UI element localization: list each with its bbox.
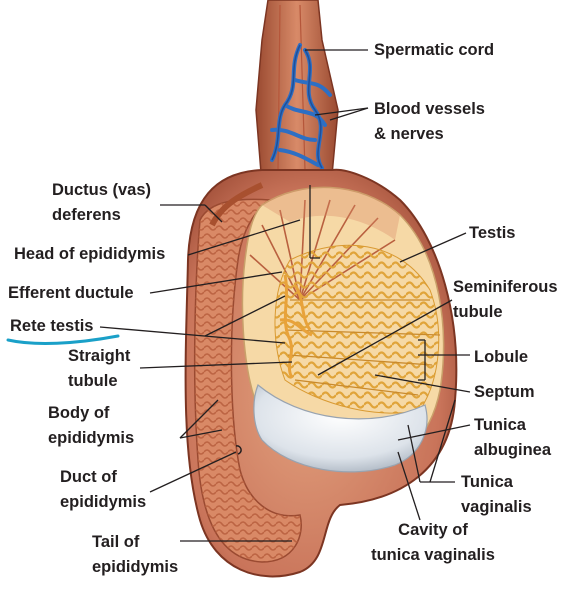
label-duct-of-epididymis: Duct of epididymis bbox=[60, 468, 147, 511]
label-spermatic-cord: Spermatic cord bbox=[374, 41, 495, 59]
label-cavity-of-tunica-vaginalis: Cavity of tunica vaginalis bbox=[371, 521, 495, 564]
label-ductus-deferens: Ductus (vas) deferens bbox=[52, 181, 152, 224]
rete-testis-network bbox=[279, 274, 313, 379]
label-head-of-epididymis: Head of epididymis bbox=[14, 245, 166, 263]
label-tunica-albuginea: Tunica albuginea bbox=[474, 416, 552, 459]
label-seminiferous-tubule: Seminiferous tubule bbox=[453, 278, 558, 321]
annotation-underline bbox=[6, 334, 120, 345]
label-tail-of-epididymis: Tail of epididymis bbox=[92, 533, 179, 576]
label-rete-testis: Rete testis bbox=[10, 317, 94, 335]
leader-lines bbox=[99, 49, 471, 542]
label-straight-tubule: Straight tubule bbox=[68, 347, 131, 390]
label-septum: Septum bbox=[474, 383, 535, 401]
label-lobule: Lobule bbox=[474, 348, 529, 366]
label-efferent-ductule: Efferent ductule bbox=[8, 284, 134, 302]
label-blood-vessels-nerves: Blood vessels & nerves bbox=[374, 100, 485, 143]
ductus-deferens-shape bbox=[209, 182, 264, 227]
label-testis: Testis bbox=[469, 224, 516, 242]
label-body-of-epididymis: Body of epididymis bbox=[48, 404, 135, 447]
tunica-albuginea-shape bbox=[253, 384, 428, 473]
label-tunica-vaginalis: Tunica vaginalis bbox=[461, 473, 532, 516]
